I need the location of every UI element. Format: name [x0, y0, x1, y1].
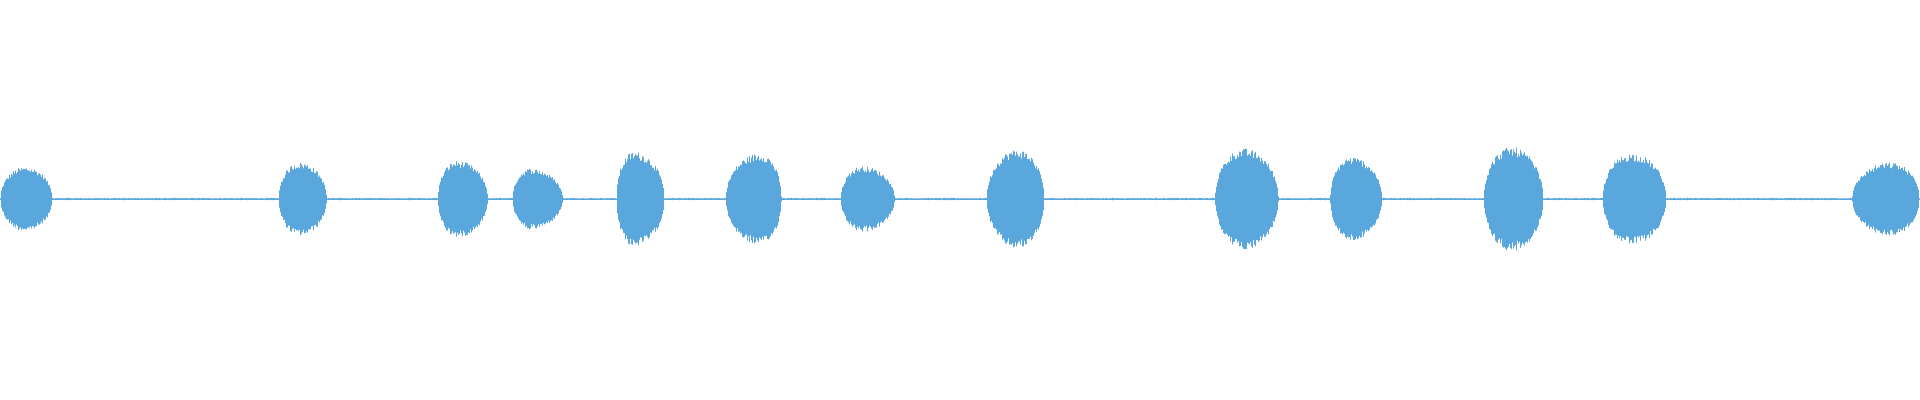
- waveform-samples: [0, 147, 1920, 251]
